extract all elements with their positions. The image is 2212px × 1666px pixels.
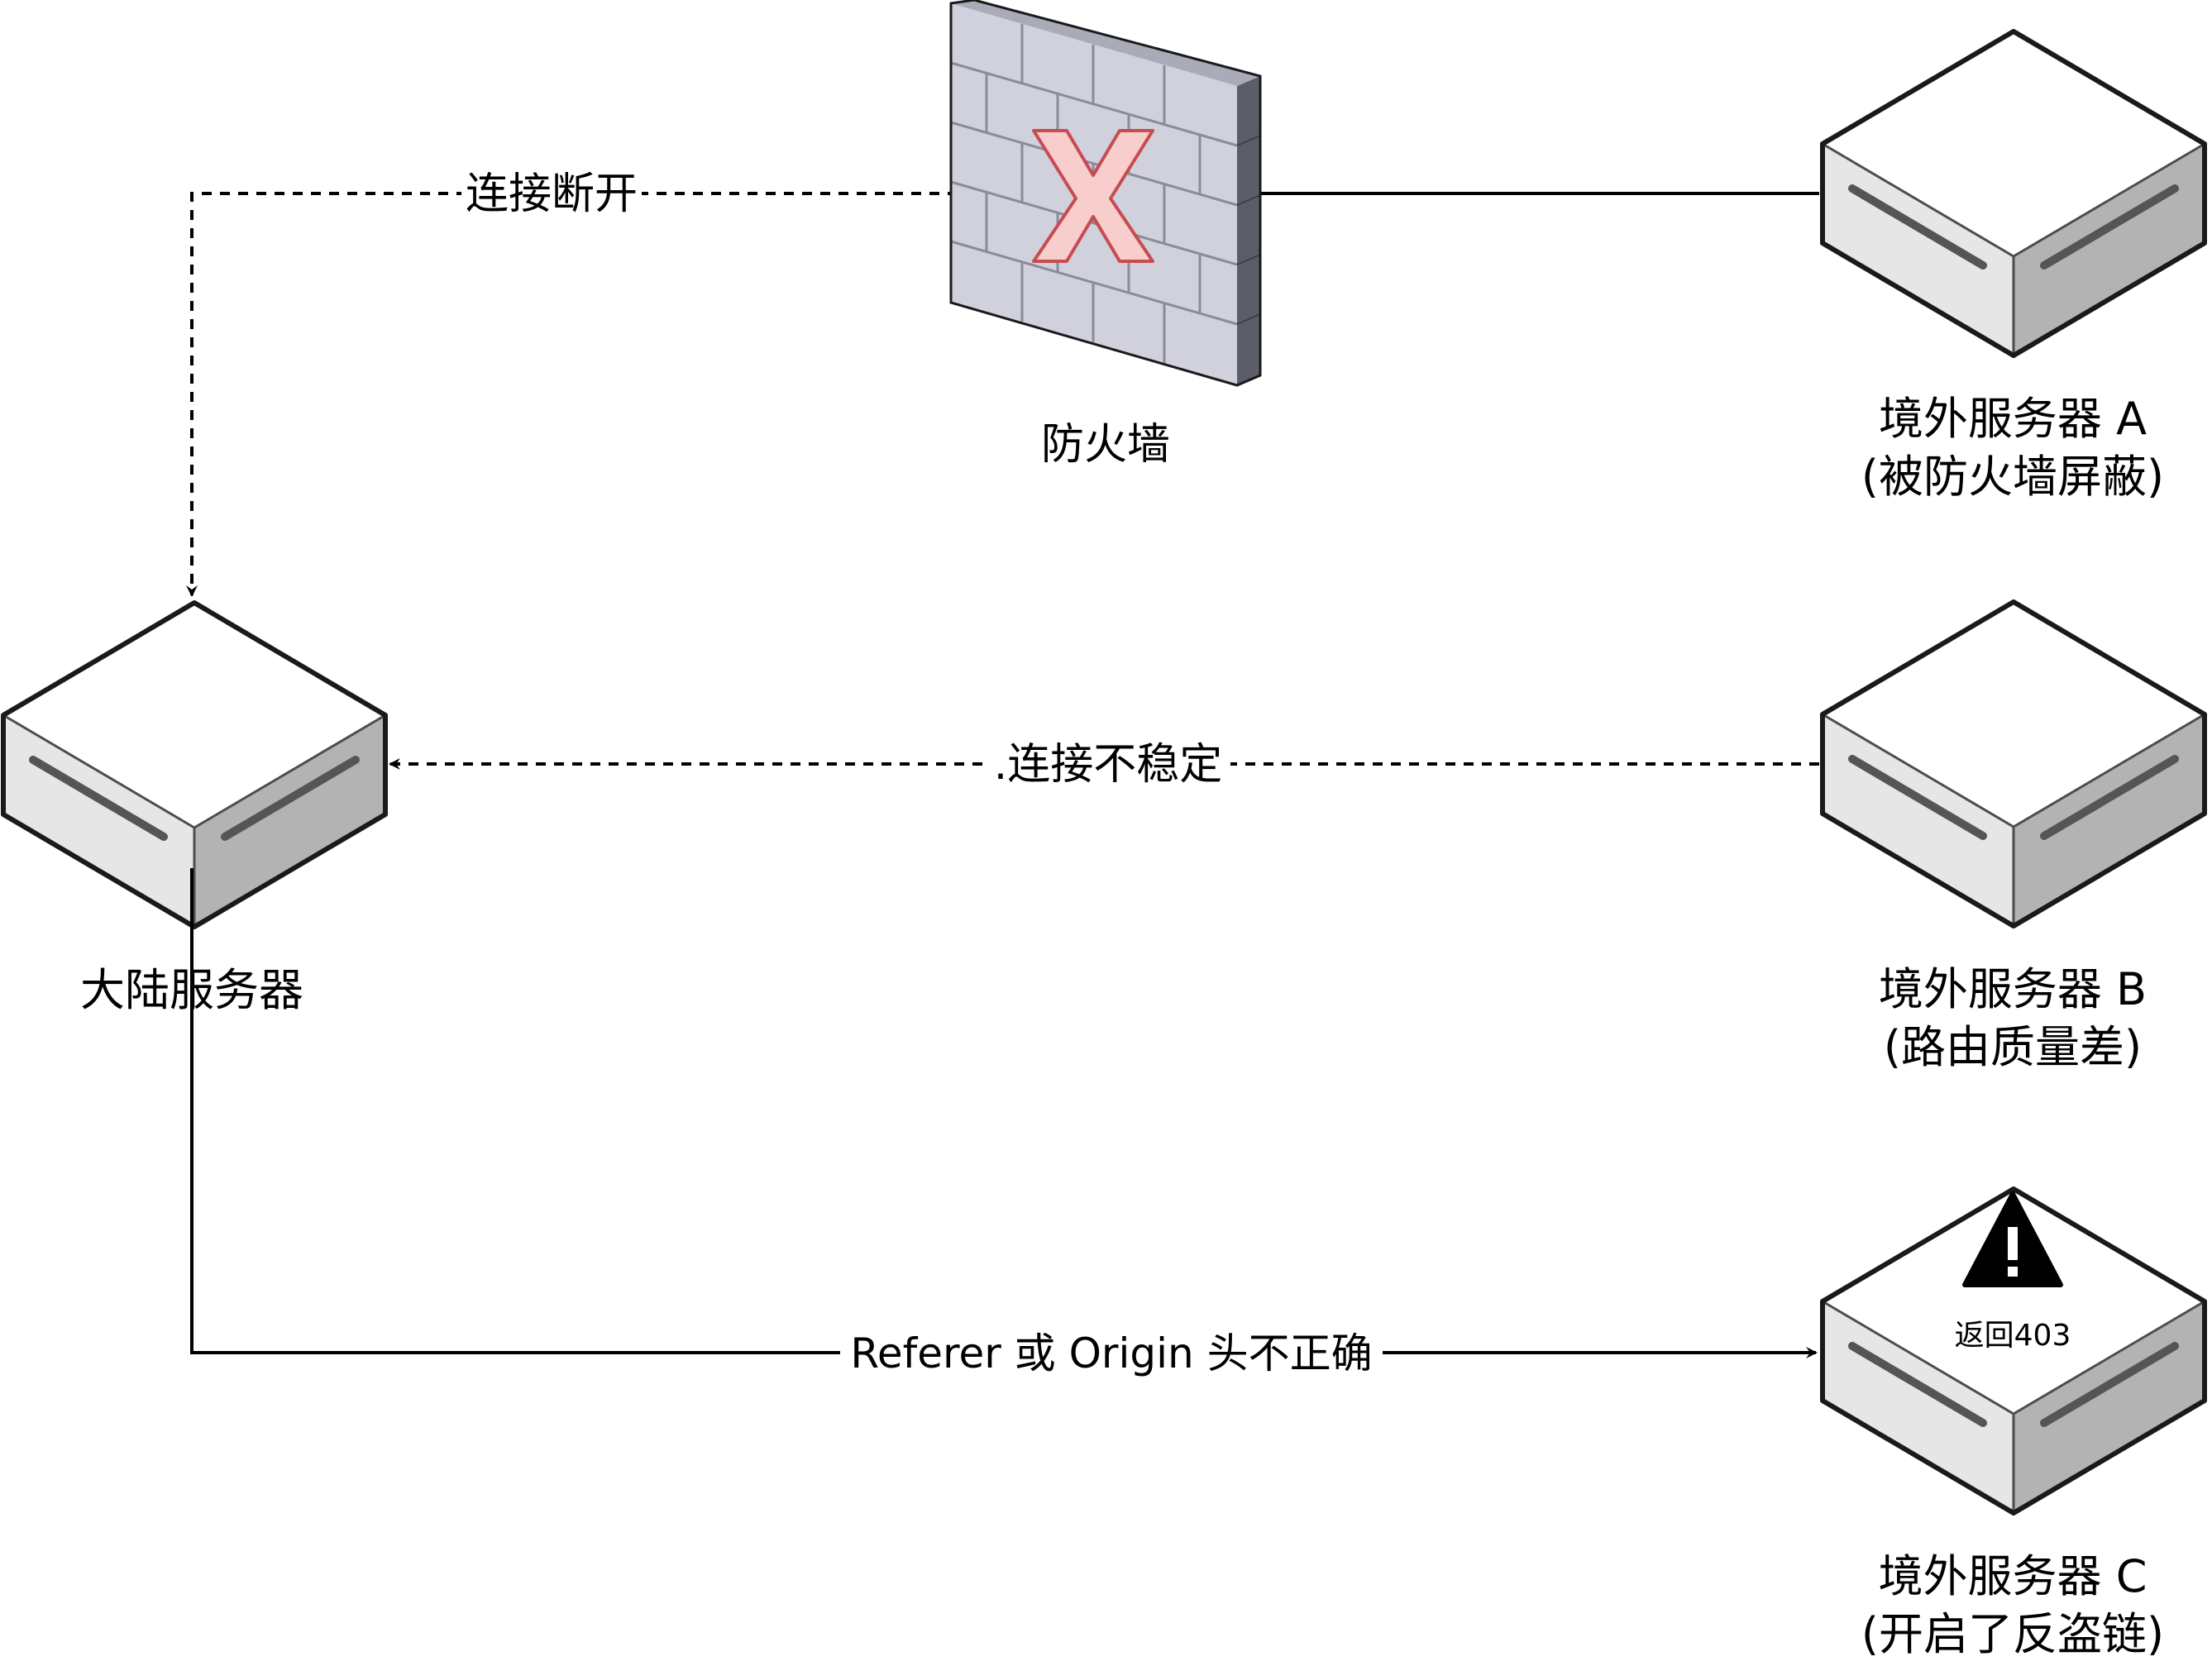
svg-text:Referer 或 Origin 头不正确: Referer 或 Origin 头不正确 — [850, 1329, 1372, 1377]
server-overseas-c: 返回403 境外服务器 C (开启了反盗链) — [1823, 1189, 2205, 1660]
server-mainland-label: 大陆服务器 — [80, 964, 303, 1016]
server-overseas-b: 境外服务器 B (路由质量差) — [1823, 602, 2205, 1073]
label-referer-wrong: Referer 或 Origin 头不正确 — [840, 1325, 1383, 1379]
svg-text:连接断开: 连接断开 — [466, 169, 638, 219]
server-box-icon — [1823, 602, 2205, 926]
server-box-icon — [3, 603, 385, 927]
firewall: 防火墙 — [949, 0, 1262, 470]
connection-disconnected — [186, 192, 1067, 597]
status-badge: 返回403 — [1955, 1319, 2071, 1353]
server-mainland: 大陆服务器 — [3, 603, 385, 1017]
label-disconnected: 连接断开 — [461, 165, 642, 220]
connection-referer-wrong — [190, 931, 1818, 1358]
warning-triangle-icon — [1962, 1191, 2063, 1287]
label-unstable: .连接不稳定 — [986, 736, 1230, 790]
server-c-note: (开启了反盗链) — [1861, 1608, 2164, 1660]
svg-text:.连接不稳定: .连接不稳定 — [994, 740, 1223, 790]
firewall-label: 防火墙 — [1041, 420, 1170, 470]
server-a-name: 境外服务器 A — [1879, 393, 2147, 445]
server-c-name: 境外服务器 C — [1879, 1550, 2148, 1602]
server-box-icon — [1823, 31, 2205, 356]
x-mark-icon — [1032, 129, 1154, 263]
server-overseas-a: 境外服务器 A (被防火墙屏蔽) — [1823, 31, 2205, 503]
server-b-note: (路由质量差) — [1884, 1021, 2142, 1073]
server-b-name: 境外服务器 B — [1879, 963, 2147, 1015]
server-a-note: (被防火墙屏蔽) — [1861, 451, 2164, 503]
